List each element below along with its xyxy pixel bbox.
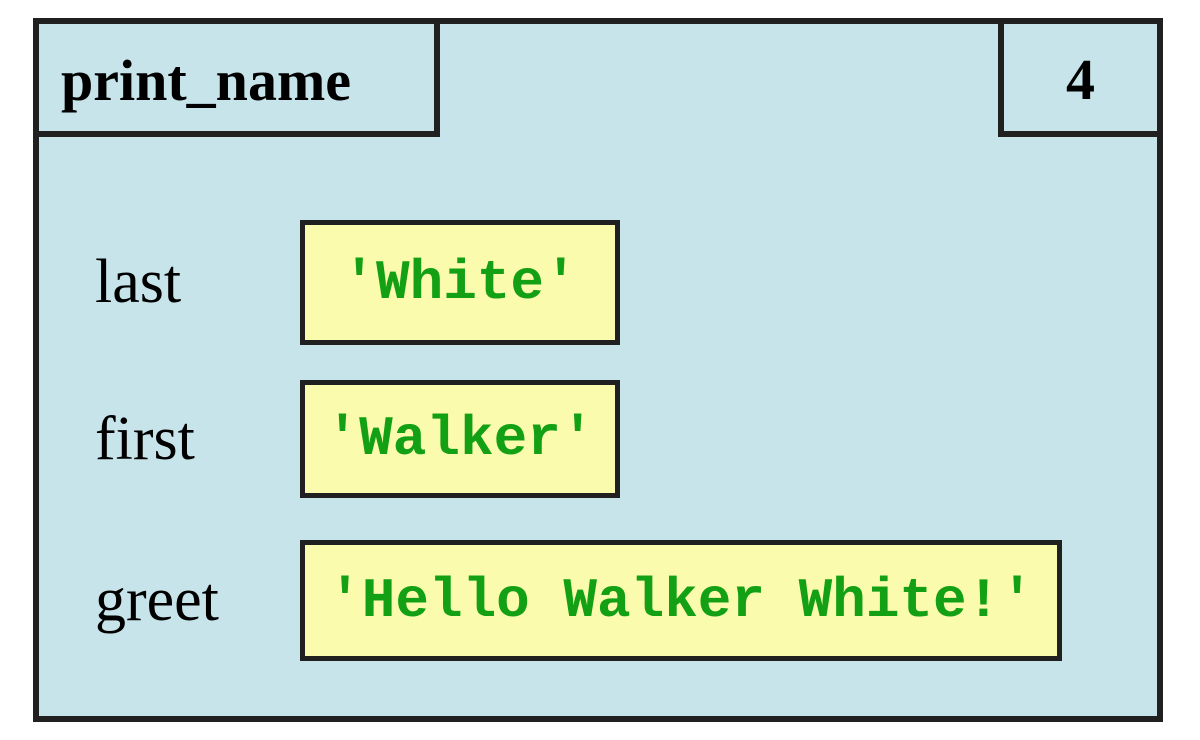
frame-name-tab: print_name <box>33 18 440 137</box>
variable-name-first: first <box>95 404 195 473</box>
variable-name-last: last <box>95 248 182 316</box>
variable-value-greet: 'Hello Walker White!' <box>328 568 1034 633</box>
line-number-value: 4 <box>1066 46 1095 112</box>
frame-function-name: print_name <box>61 47 351 113</box>
variable-value-box-last: 'White' <box>300 220 620 345</box>
variable-value-box-greet: 'Hello Walker White!' <box>300 540 1062 661</box>
variable-value-box-first: 'Walker' <box>300 380 620 498</box>
line-number-box: 4 <box>998 18 1163 137</box>
variable-name-greet: greet <box>95 566 219 634</box>
variable-value-last: 'White' <box>342 250 578 315</box>
variable-value-first: 'Walker' <box>325 407 595 471</box>
